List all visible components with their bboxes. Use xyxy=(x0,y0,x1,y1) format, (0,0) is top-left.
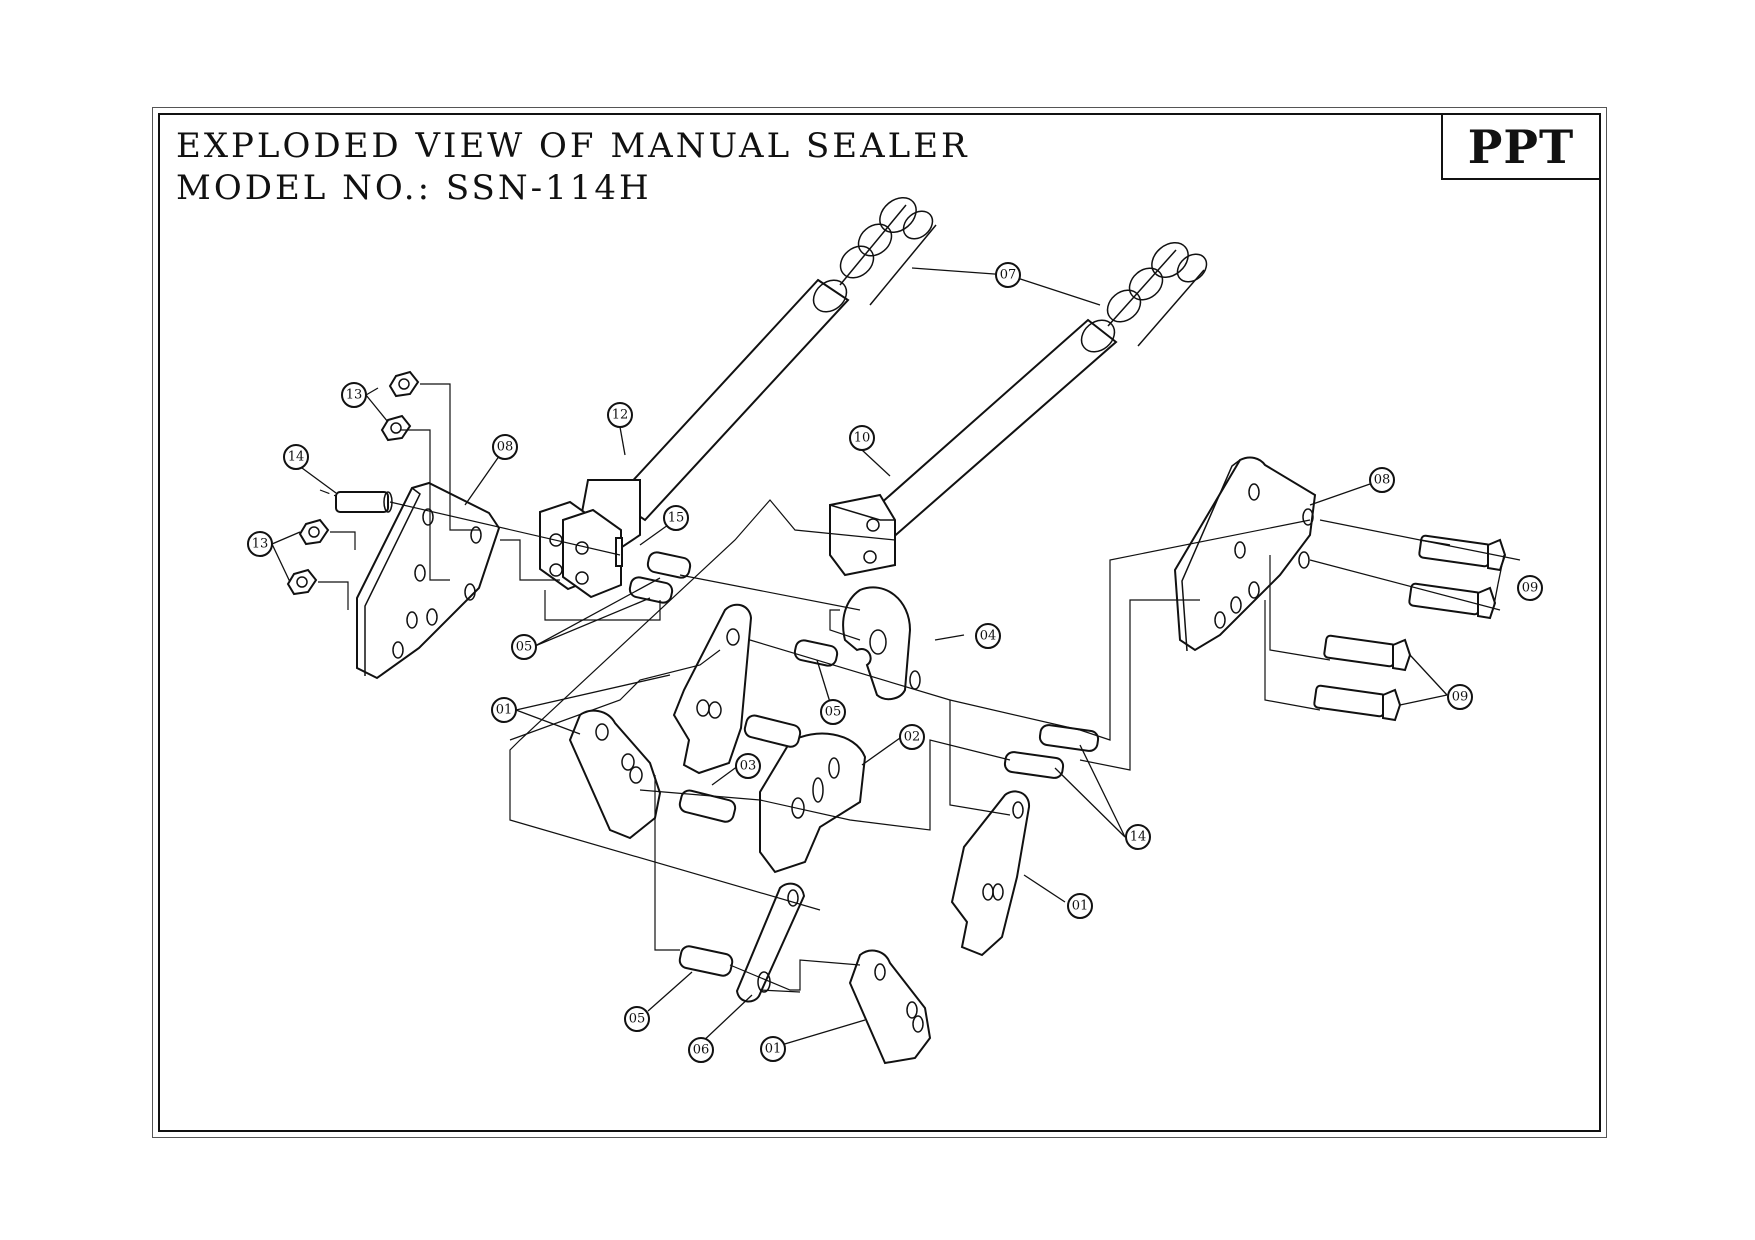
callout-03: 03 xyxy=(735,753,761,779)
callout-07: 07 xyxy=(995,262,1021,288)
model-number: MODEL NO.: SSN-114H xyxy=(176,168,652,208)
svg-text:05: 05 xyxy=(629,1012,646,1027)
pins-03 xyxy=(678,714,802,823)
callout-02: 02 xyxy=(899,724,925,750)
handle-block-12 xyxy=(539,479,641,599)
logo-box: PPT xyxy=(1441,113,1601,180)
svg-text:03: 03 xyxy=(740,759,757,774)
svg-text:05: 05 xyxy=(825,705,842,720)
callout-14-right: 14 xyxy=(1125,824,1151,850)
callout-05-middle: 05 xyxy=(820,699,846,725)
svg-text:14: 14 xyxy=(1130,830,1147,845)
company-logo: PPT xyxy=(1467,119,1575,174)
shoulder-bolt-left xyxy=(319,489,393,513)
cam-04 xyxy=(842,586,921,701)
svg-text:13: 13 xyxy=(252,537,269,552)
svg-text:07: 07 xyxy=(1000,268,1017,283)
svg-text:09: 09 xyxy=(1522,581,1539,596)
svg-text:10: 10 xyxy=(854,431,871,446)
callout-06: 06 xyxy=(688,1037,714,1063)
hex-nuts xyxy=(286,370,420,596)
callout-01-lower: 01 xyxy=(760,1036,786,1062)
link-01-lower xyxy=(848,949,932,1065)
hex-bolts-09 xyxy=(1313,534,1507,722)
pins-05-upper xyxy=(615,537,839,667)
svg-text:04: 04 xyxy=(980,629,997,644)
svg-text:09: 09 xyxy=(1452,690,1469,705)
handle-block-10 xyxy=(829,493,896,577)
side-plate-left xyxy=(356,481,501,680)
bracket-02 xyxy=(759,732,867,874)
callout-05-upper: 05 xyxy=(511,634,537,660)
callout-08-right: 08 xyxy=(1369,467,1395,493)
svg-text:05: 05 xyxy=(516,640,533,655)
link-01-right xyxy=(950,790,1031,957)
callouts: 07 12 10 13 08 14 xyxy=(247,262,1543,1063)
leader-lines xyxy=(271,267,1505,1047)
svg-text:08: 08 xyxy=(1374,473,1391,488)
link-06 xyxy=(735,882,806,1003)
callout-05-lower: 05 xyxy=(624,1006,650,1032)
svg-text:06: 06 xyxy=(693,1043,710,1058)
callout-13-upper: 13 xyxy=(341,382,367,408)
callout-10: 10 xyxy=(849,425,875,451)
svg-text:01: 01 xyxy=(496,703,513,718)
svg-text:02: 02 xyxy=(904,730,921,745)
svg-text:01: 01 xyxy=(1072,899,1089,914)
callout-09-lower: 09 xyxy=(1447,684,1473,710)
callout-08-left: 08 xyxy=(492,434,518,460)
inner-border xyxy=(158,113,1601,1132)
callout-01-right: 01 xyxy=(1067,893,1093,919)
callout-01-upper: 01 xyxy=(491,697,517,723)
svg-text:15: 15 xyxy=(668,511,685,526)
side-plate-right xyxy=(1173,456,1317,652)
svg-text:14: 14 xyxy=(288,450,305,465)
svg-text:01: 01 xyxy=(765,1042,782,1057)
callout-09-upper: 09 xyxy=(1517,575,1543,601)
outer-border xyxy=(152,107,1607,1138)
link-01-left xyxy=(568,709,662,840)
link-01-top xyxy=(672,603,753,775)
assembly-lines xyxy=(318,383,1521,993)
handle-tube-left xyxy=(613,197,937,522)
callout-12: 12 xyxy=(607,402,633,428)
pins-14-right xyxy=(1003,724,1100,779)
drawing-title: EXPLODED VIEW OF MANUAL SEALER xyxy=(176,126,970,166)
svg-text:12: 12 xyxy=(612,408,629,423)
handle-tube-right xyxy=(860,242,1208,542)
svg-text:13: 13 xyxy=(346,388,363,403)
callout-04: 04 xyxy=(975,623,1001,649)
callout-15: 15 xyxy=(663,505,689,531)
pin-05-lower xyxy=(678,945,734,977)
callout-13-lower: 13 xyxy=(247,531,273,557)
svg-text:08: 08 xyxy=(497,440,514,455)
callout-14-left: 14 xyxy=(283,444,309,470)
